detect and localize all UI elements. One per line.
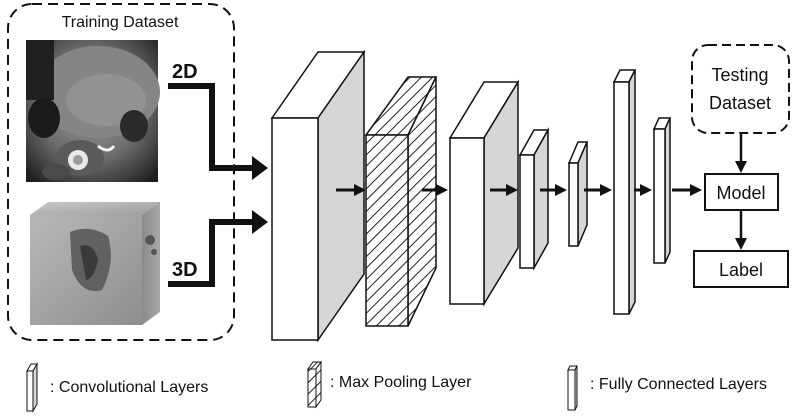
legend-conv-icon — [26, 362, 38, 413]
testing-dataset-line1: Testing — [711, 65, 768, 85]
input-arrow-3d — [168, 210, 268, 287]
conv-layer-3 — [518, 127, 550, 271]
input-3d-label: 3D — [172, 259, 198, 281]
testing-dataset-line2: Dataset — [709, 93, 771, 113]
legend-pool-label: : Max Pooling Layer — [330, 374, 472, 391]
fully-connected-layer-1 — [612, 69, 637, 315]
max-pooling-layer — [364, 76, 438, 327]
label-box — [693, 250, 789, 288]
training-dataset-box — [7, 3, 235, 341]
legend: : Convolutional Layers : Max Pooling Lay… — [26, 360, 767, 413]
training-dataset-group: Training Dataset — [7, 3, 235, 341]
fully-connected-layer-2 — [652, 117, 672, 264]
legend-fc-icon — [567, 365, 578, 411]
legend-pool-icon — [307, 360, 322, 409]
output-label: Label — [719, 260, 763, 280]
testing-dataset-box — [691, 44, 790, 134]
conv-layer-4 — [567, 141, 589, 247]
conv-layer-1 — [270, 49, 366, 343]
legend-fc-label: : Fully Connected Layers — [590, 376, 767, 393]
input-arrow-2d — [168, 83, 268, 180]
model-box — [704, 173, 779, 211]
layer-arrows — [336, 184, 702, 196]
ct-slice-image — [26, 40, 160, 182]
training-dataset-title: Training Dataset — [62, 14, 179, 31]
legend-conv-label: : Convolutional Layers — [50, 379, 208, 396]
ct-volume-cube-image — [30, 202, 160, 325]
conv-layer-2 — [448, 79, 520, 307]
testing-dataset-group: Testing Dataset — [691, 44, 790, 134]
input-2d-label: 2D — [172, 61, 198, 83]
model-label: Model — [716, 183, 765, 203]
